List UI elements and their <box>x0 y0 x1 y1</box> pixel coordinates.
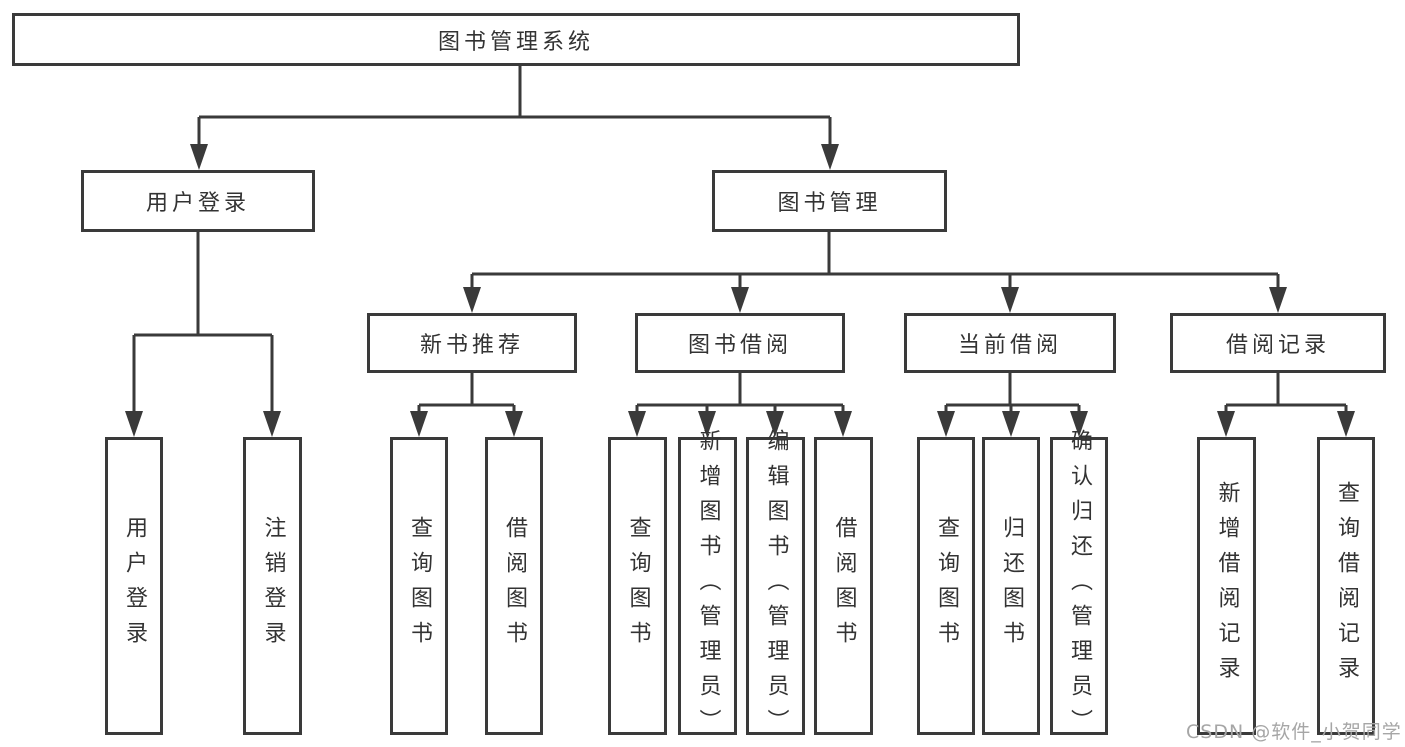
node-leaf-borrow-books-1: 借阅图书 <box>485 437 543 735</box>
node-leaf-query-books-2: 查询图书 <box>608 437 667 735</box>
node-leaf-query-books-1: 查询图书 <box>390 437 448 735</box>
node-new-book-recommendation: 新书推荐 <box>367 313 577 373</box>
node-leaf-add-borrow-record: 新增借阅记录 <box>1197 437 1256 735</box>
node-leaf-logout: 注销登录 <box>243 437 302 735</box>
node-library-management-system: 图书管理系统 <box>12 13 1020 66</box>
node-leaf-user-login: 用户登录 <box>105 437 163 735</box>
watermark: CSDN @软件_小贺同学 <box>1186 721 1402 743</box>
node-book-management: 图书管理 <box>712 170 947 232</box>
node-leaf-borrow-books-2: 借阅图书 <box>814 437 873 735</box>
node-book-borrowing: 图书借阅 <box>635 313 845 373</box>
node-leaf-edit-book-admin: 编辑图书（管理员） <box>746 429 805 744</box>
arrowhead-icons <box>125 144 1355 437</box>
node-user-login: 用户登录 <box>81 170 315 232</box>
node-leaf-confirm-return-admin: 确认归还（管理员） <box>1050 429 1108 744</box>
node-borrowing-records: 借阅记录 <box>1170 313 1386 373</box>
node-leaf-query-borrow-record: 查询借阅记录 <box>1317 437 1375 735</box>
node-leaf-return-book: 归还图书 <box>982 437 1040 735</box>
node-current-borrowing: 当前借阅 <box>904 313 1116 373</box>
node-leaf-add-book-admin: 新增图书（管理员） <box>678 429 737 744</box>
node-leaf-query-books-3: 查询图书 <box>917 437 975 735</box>
